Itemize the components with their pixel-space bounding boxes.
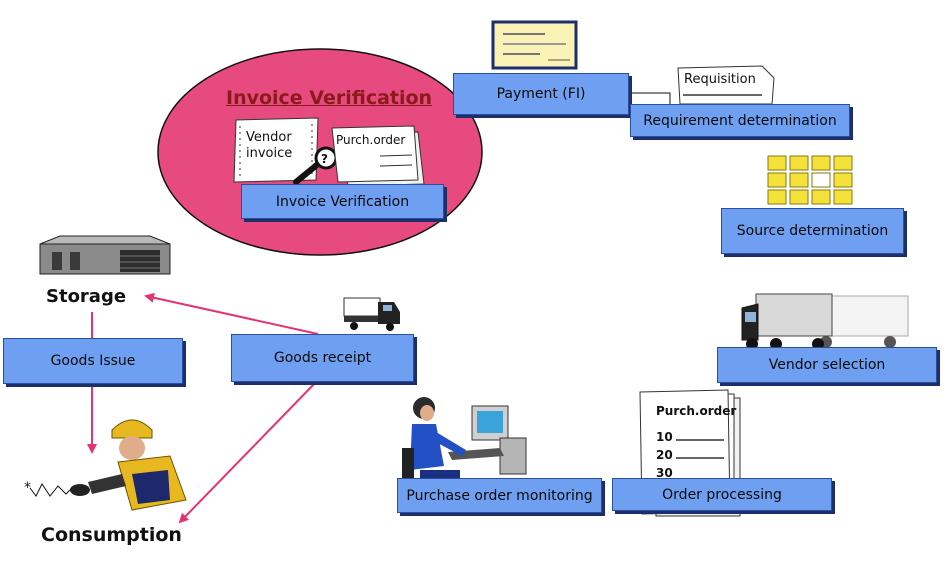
requisition-text: Requisition	[684, 72, 756, 87]
purchase-order-line-3: 30	[656, 466, 673, 480]
svg-text:?: ?	[321, 152, 328, 166]
vendor-trucks-icon	[741, 293, 909, 350]
check-document-icon	[491, 20, 578, 70]
svg-text:*: *	[24, 480, 31, 496]
arrow-goodsreceipt-consumption	[178, 381, 317, 524]
requirement-determination-box: Requirement determination	[630, 104, 850, 137]
source-determination-box: Source determination	[721, 208, 904, 254]
vendor-selection-box: Vendor selection	[717, 347, 937, 383]
magnifier-icon: ?	[293, 146, 338, 185]
purchase-order-monitoring-box: Purchase order monitoring	[397, 478, 602, 513]
arrow-goodsreceipt-storage	[144, 292, 319, 335]
storage-label: Storage	[46, 286, 127, 307]
vendor-invoice-icon	[233, 117, 319, 183]
person-at-computer-icon	[402, 397, 527, 480]
goods-receipt-box: Goods receipt	[231, 334, 414, 382]
worker-icon: *	[24, 419, 187, 511]
warehouse-icon	[39, 235, 171, 275]
goods-issue-box: Goods Issue	[3, 338, 183, 384]
vendor-invoice-text-2: invoice	[246, 146, 293, 161]
consumption-label: Consumption	[41, 524, 182, 546]
purchase-order-small-text: Purch.order	[336, 133, 406, 147]
source-grid-icon	[767, 155, 853, 205]
order-processing-box: Order processing	[612, 478, 832, 511]
requisition-document-icon	[677, 65, 775, 105]
purchase-order-text: Purch.order	[656, 404, 737, 418]
connector-payment-requirement	[630, 92, 671, 104]
vendor-invoice-text-1: Vendor	[246, 130, 292, 145]
invoice-verification-box: Invoice Verification	[241, 184, 444, 219]
invoice-verification-title: Invoice Verification	[226, 87, 433, 109]
payment-box: Payment (FI)	[453, 73, 629, 115]
purchase-order-line-1: 10	[656, 430, 673, 444]
truck-icon	[343, 297, 400, 331]
purchase-order-line-2: 20	[656, 448, 673, 462]
